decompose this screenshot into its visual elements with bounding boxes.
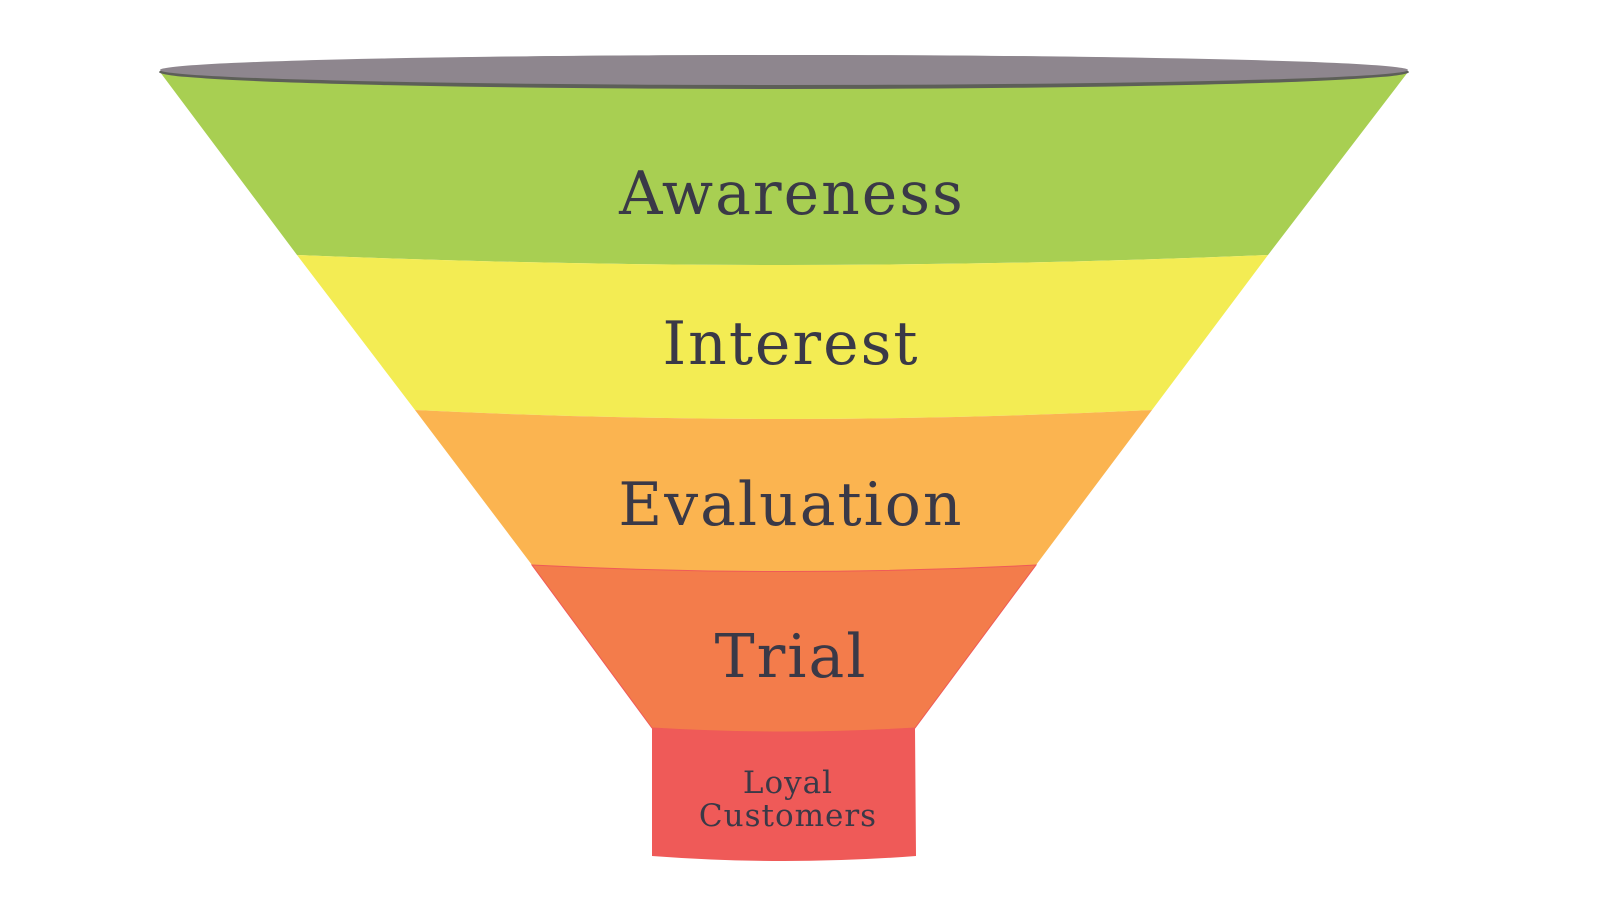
funnel-stage-awareness — [160, 72, 1408, 265]
funnel-stage-interest — [297, 255, 1268, 419]
stage-label-interest: Interest — [662, 309, 919, 379]
stage-label-customers: Customers — [699, 798, 877, 834]
stage-label-loyal: Loyal — [743, 765, 833, 801]
funnel-stage-evaluation — [415, 410, 1152, 572]
funnel-rim-top — [160, 55, 1408, 85]
stage-label-trial: Trial — [715, 622, 868, 692]
funnel-stage-trial — [530, 564, 1038, 733]
funnel-stage-loyal-customers — [652, 728, 916, 861]
stage-label-evaluation: Evaluation — [618, 470, 963, 540]
stage-label-awareness: Awareness — [618, 159, 965, 229]
